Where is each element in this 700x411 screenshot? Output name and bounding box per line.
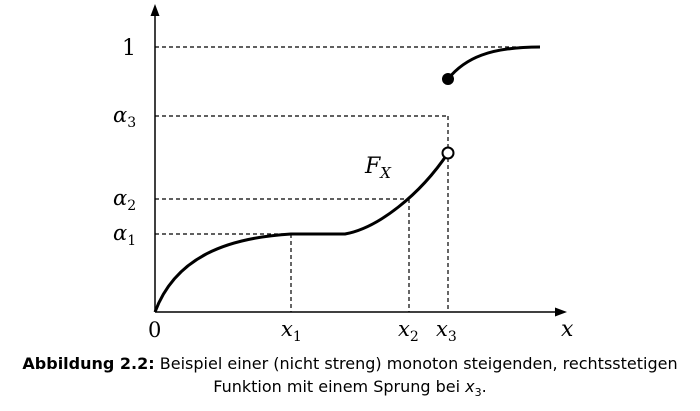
x-axis-label: x <box>561 317 574 342</box>
caption-text-2: Funktion mit einem Sprung bei <box>213 377 466 396</box>
caption-text-1: Beispiel einer (nicht streng) monoton st… <box>159 354 678 373</box>
filled-circle-jump-value <box>442 73 454 85</box>
caption-line-1: Abbildung 2.2: Beispiel einer (nicht str… <box>0 352 700 375</box>
open-circle-left-limit <box>441 146 455 160</box>
distribution-function-diagram: 1 α3 α2 α1 0 x1 x2 x3 x FX <box>113 4 574 345</box>
caption-line-2: Funktion mit einem Sprung bei x3. <box>0 375 700 404</box>
x-label-x2: x2 <box>398 317 419 345</box>
curve-upper-branch <box>446 45 541 80</box>
y-label-alpha1: α1 <box>113 221 136 249</box>
curve-label: FX <box>364 154 392 182</box>
x-axis-arrowhead <box>555 307 567 317</box>
x-label-x1: x1 <box>281 317 302 345</box>
curve-lower-branch <box>153 152 450 313</box>
figure-caption: Abbildung 2.2: Beispiel einer (nicht str… <box>0 352 700 404</box>
origin-label: 0 <box>148 318 161 342</box>
caption-label: Abbildung 2.2: <box>22 354 155 373</box>
caption-period: . <box>481 377 487 396</box>
y-label-one: 1 <box>122 36 136 61</box>
y-label-alpha2: α2 <box>113 186 136 214</box>
y-axis-arrowhead <box>150 4 160 16</box>
x-label-x3: x3 <box>436 317 457 345</box>
caption-jump-variable: x3 <box>465 377 482 400</box>
y-label-alpha3: α3 <box>113 103 136 131</box>
